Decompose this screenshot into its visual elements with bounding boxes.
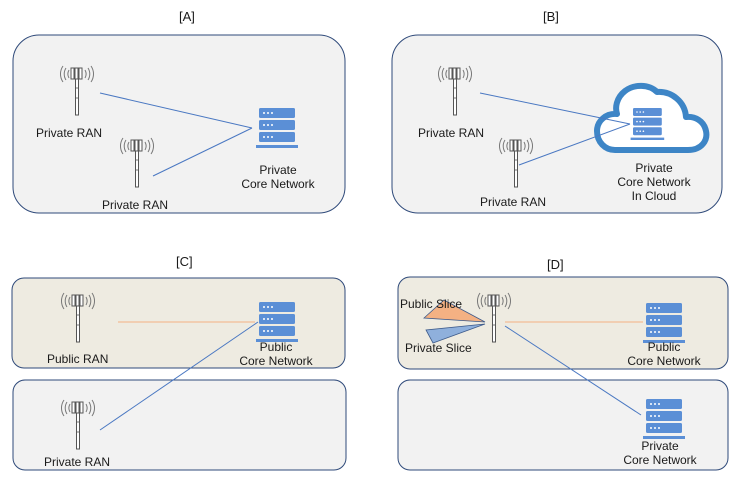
server-icon — [630, 108, 665, 140]
panel-c-bottom-box — [12, 379, 347, 471]
link-b-bottom — [518, 123, 631, 166]
private-ran-label: Private RAN — [418, 126, 485, 140]
public-core-network-label: Public Core Network — [614, 340, 714, 368]
panel-d-top-box — [397, 276, 729, 370]
public-core-label-line1: Public — [647, 340, 681, 354]
panel-a-box — [12, 34, 346, 214]
link-a-top — [99, 92, 253, 129]
public-core-label-line1: Public — [259, 340, 293, 354]
public-slice-label: Public Slice — [400, 297, 463, 311]
link-d-private — [504, 325, 642, 416]
server-icon — [256, 108, 298, 148]
link-c-private — [99, 321, 259, 431]
private-slice-label: Private Slice — [405, 341, 472, 355]
panel-d-title: [D] — [547, 257, 564, 272]
link-b-top — [479, 92, 631, 125]
cloud-core-label-line2: Core Network — [617, 175, 691, 189]
core-network-label-line2: Core Network — [241, 177, 315, 191]
public-core-network-label: Public Core Network — [226, 340, 326, 368]
server-icon — [643, 399, 685, 439]
public-ran-label: Public RAN — [47, 352, 109, 366]
public-core-label-line2: Core Network — [239, 354, 313, 368]
panel-d-bottom-box — [397, 379, 729, 471]
cloud-core-label-line3: In Cloud — [631, 189, 677, 203]
core-network-label-line1: Private — [259, 163, 297, 177]
public-slice-wedge — [423, 299, 486, 323]
server-icon — [256, 302, 298, 342]
public-core-label-line2: Core Network — [627, 354, 701, 368]
private-ran-label: Private RAN — [44, 455, 111, 469]
private-ran-label: Private RAN — [480, 195, 547, 209]
private-core-network-label: Private Core Network — [610, 439, 710, 467]
panel-a-title: [A] — [179, 9, 195, 24]
cloud-core-label-line1: Private — [635, 161, 673, 175]
private-ran-label: Private RAN — [102, 198, 169, 212]
panel-c-top-box — [11, 277, 346, 369]
panel-b-box — [391, 34, 723, 214]
cloud-core-network-label: Private Core Network In Cloud — [604, 161, 704, 203]
core-network-label: Private Core Network — [228, 163, 328, 191]
server-icon — [643, 303, 685, 343]
panel-b-title: [B] — [543, 9, 559, 24]
private-core-label-line1: Private — [641, 439, 679, 453]
link-a-bottom — [152, 127, 253, 177]
private-slice-wedge — [425, 323, 486, 344]
private-core-label-line2: Core Network — [623, 453, 697, 467]
private-ran-label: Private RAN — [36, 126, 103, 140]
panel-c-title: [C] — [176, 254, 193, 269]
